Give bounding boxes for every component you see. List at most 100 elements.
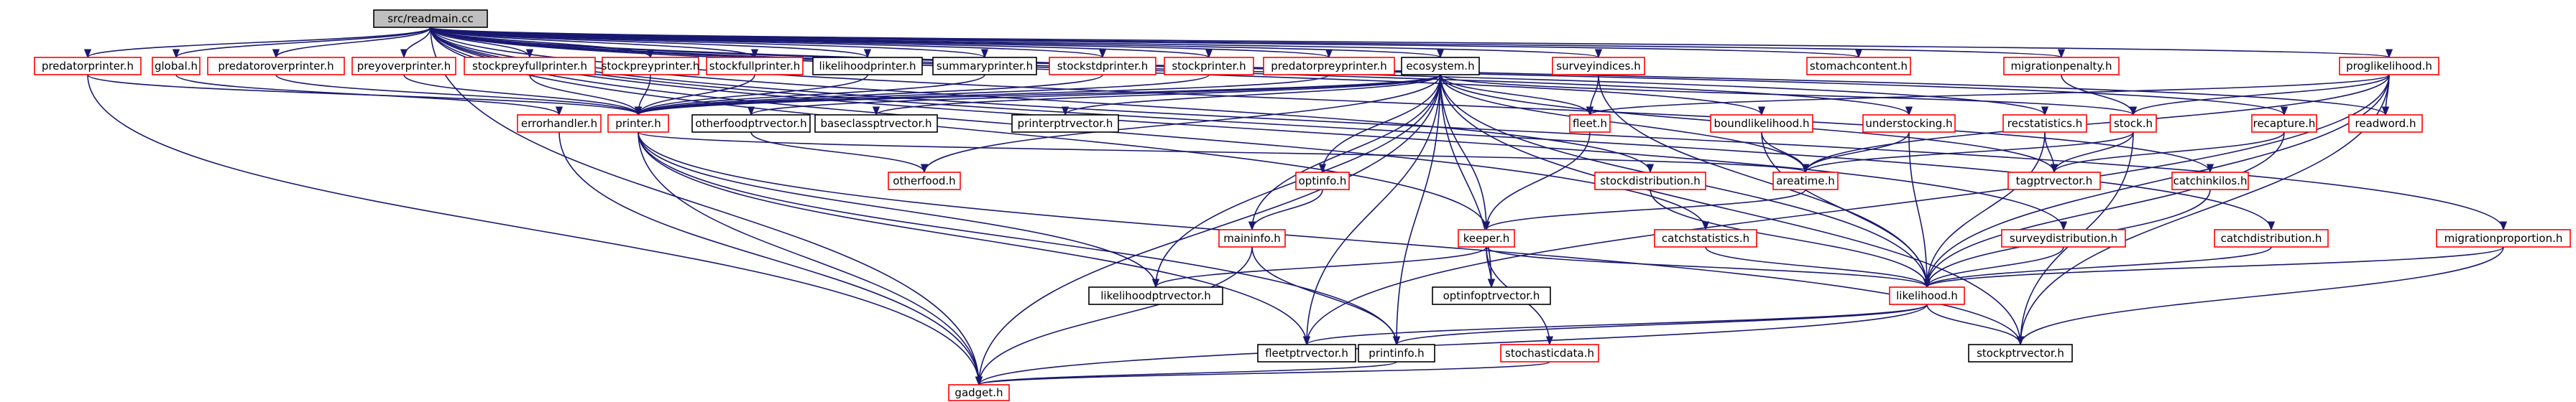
node-gadget[interactable]: gadget.h xyxy=(948,384,1010,401)
edge-root-to-summaryprinter xyxy=(430,27,988,59)
node-stockdistribution[interactable]: stockdistribution.h xyxy=(1594,172,1706,190)
node-maininfo-label: maininfo.h xyxy=(1223,232,1281,245)
node-optinfo-label: optinfo.h xyxy=(1299,174,1347,187)
edge-printinfo-to-gadget xyxy=(975,361,1397,386)
node-printinfo-label: printinfo.h xyxy=(1368,347,1424,360)
node-tagptrvector-label: tagptrvector.h xyxy=(2016,174,2093,187)
node-stockpreyfullprinter[interactable]: stockpreyfullprinter.h xyxy=(464,57,596,75)
node-otherfood[interactable]: otherfood.h xyxy=(888,172,961,190)
node-stochasticdata-box xyxy=(1500,344,1599,363)
node-optinfoptrvector[interactable]: optinfoptrvector.h xyxy=(1432,286,1551,305)
node-errorhandler[interactable]: errorhandler.h xyxy=(517,114,602,133)
edge-printer-to-printinfo xyxy=(638,131,1401,346)
node-fleetptrvector[interactable]: fleetptrvector.h xyxy=(1257,344,1356,363)
node-catchdistribution-box xyxy=(2214,229,2329,248)
node-stockfullprinter[interactable]: stockfullprinter.h xyxy=(706,57,804,75)
node-likelihood-box xyxy=(1889,286,1965,305)
node-ecosystem[interactable]: ecosystem.h xyxy=(1401,57,1480,75)
node-optinfo[interactable]: optinfo.h xyxy=(1295,172,1350,190)
edge-ecosystem-to-gadget xyxy=(975,74,1441,386)
node-global[interactable]: global.h xyxy=(152,57,201,75)
node-printer[interactable]: printer.h xyxy=(607,114,669,133)
node-surveydistribution-box xyxy=(2001,229,2126,248)
node-catchinkilos[interactable]: catchinkilos.h xyxy=(2171,172,2249,190)
node-stockstdprinter[interactable]: stockstdprinter.h xyxy=(1049,57,1156,75)
node-keeper[interactable]: keeper.h xyxy=(1458,229,1515,248)
node-stockptrvector-box xyxy=(1968,344,2073,363)
edge-migrationproportion-to-stockptrvector xyxy=(2016,246,2504,346)
edge-stockfullprinter-to-printer xyxy=(634,74,755,116)
node-printerptrvector[interactable]: printerptrvector.h xyxy=(1011,114,1119,133)
edge-root-to-migrationpenalty xyxy=(430,27,2064,59)
node-boundlikelihood[interactable]: boundlikelihood.h xyxy=(1710,114,1813,133)
edge-root-to-proglikelihood xyxy=(430,27,2392,59)
node-migrationpenalty[interactable]: migrationpenalty.h xyxy=(2003,57,2120,75)
node-likelihoodptrvector-box xyxy=(1088,286,1223,305)
node-likelihoodptrvector[interactable]: likelihoodptrvector.h xyxy=(1088,286,1223,305)
node-baseclassptrvector[interactable]: baseclassptrvector.h xyxy=(814,114,938,133)
node-catchdistribution[interactable]: catchdistribution.h xyxy=(2214,229,2329,248)
node-predatoroverprinter-box xyxy=(207,57,345,75)
node-recapture-label: recapture.h xyxy=(2253,117,2316,130)
node-stockpreyprinter[interactable]: stockpreyprinter.h xyxy=(602,57,700,75)
node-stochasticdata[interactable]: stochasticdata.h xyxy=(1500,344,1599,363)
node-summaryprinter-label: summaryprinter.h xyxy=(937,60,1033,73)
node-stockpreyfullprinter-label: stockpreyfullprinter.h xyxy=(472,60,587,73)
node-migrationproportion[interactable]: migrationproportion.h xyxy=(2436,229,2571,248)
edge-keeper-to-likelihoodptrvector xyxy=(1152,246,1487,289)
node-fleet[interactable]: fleet.h xyxy=(1569,114,1611,133)
node-errorhandler-box xyxy=(517,114,602,133)
node-likelihoodprinter[interactable]: likelihoodprinter.h xyxy=(812,57,923,75)
edge-recapture-to-tagptrvector xyxy=(2051,131,2285,174)
node-predatorpreyprinter-box xyxy=(1263,57,1395,75)
node-otherfoodptrvector[interactable]: otherfoodptrvector.h xyxy=(691,114,811,133)
node-proglikelihood-box xyxy=(2339,57,2439,75)
node-understocking[interactable]: understocking.h xyxy=(1862,114,1956,133)
node-migrationpenalty-label: migrationpenalty.h xyxy=(2011,60,2112,73)
node-surveyindices[interactable]: surveyindices.h xyxy=(1552,57,1645,75)
node-predatoroverprinter[interactable]: predatoroverprinter.h xyxy=(207,57,345,75)
node-preyoverprinter[interactable]: preyoverprinter.h xyxy=(351,57,456,75)
node-stomachcontent-box xyxy=(1806,57,1911,75)
node-stomachcontent[interactable]: stomachcontent.h xyxy=(1806,57,1911,75)
node-stock[interactable]: stock.h xyxy=(2110,114,2157,133)
node-stockfullprinter-box xyxy=(706,57,804,75)
node-stockprinter[interactable]: stockprinter.h xyxy=(1164,57,1254,75)
node-recapture-box xyxy=(2251,114,2317,133)
node-tagptrvector[interactable]: tagptrvector.h xyxy=(2007,172,2101,190)
node-stock-label: stock.h xyxy=(2114,117,2153,130)
node-migrationproportion-label: migrationproportion.h xyxy=(2444,232,2563,245)
node-summaryprinter[interactable]: summaryprinter.h xyxy=(932,57,1037,75)
node-migrationproportion-box xyxy=(2436,229,2571,248)
edge-maininfo-to-printinfo xyxy=(1251,246,1401,346)
edge-ecosystem-to-areatime xyxy=(1440,74,1810,174)
node-surveyindices-box xyxy=(1552,57,1645,75)
node-printinfo[interactable]: printinfo.h xyxy=(1358,344,1435,363)
node-areatime[interactable]: areatime.h xyxy=(1772,172,1839,190)
node-printerptrvector-label: printerptrvector.h xyxy=(1018,117,1113,130)
node-readword[interactable]: readword.h xyxy=(2348,114,2423,133)
edge-ecosystem-to-keeper xyxy=(1440,74,1491,231)
edge-proglikelihood-to-areatime xyxy=(1802,74,2390,174)
node-recapture[interactable]: recapture.h xyxy=(2251,114,2317,133)
node-predatorpreyprinter[interactable]: predatorpreyprinter.h xyxy=(1263,57,1395,75)
node-printinfo-box xyxy=(1358,344,1435,363)
node-global-label: global.h xyxy=(155,60,198,73)
node-stockptrvector-label: stockptrvector.h xyxy=(1977,347,2064,360)
node-catchstatistics[interactable]: catchstatistics.h xyxy=(1654,229,1757,248)
node-recstatistics[interactable]: recstatistics.h xyxy=(2002,114,2087,133)
edge-stockpreyfullprinter-to-printer xyxy=(529,74,643,116)
edge-ecosystem-to-optinfoptrvector xyxy=(1440,74,1496,289)
node-proglikelihood[interactable]: proglikelihood.h xyxy=(2339,57,2439,75)
node-preyoverprinter-label: preyoverprinter.h xyxy=(357,60,451,73)
node-surveydistribution[interactable]: surveydistribution.h xyxy=(2001,229,2126,248)
node-stockptrvector[interactable]: stockptrvector.h xyxy=(1968,344,2073,363)
node-boundlikelihood-label: boundlikelihood.h xyxy=(1714,117,1810,130)
node-predatorprinter[interactable]: predatorprinter.h xyxy=(34,57,142,75)
edge-areatime-to-keeper xyxy=(1483,189,1806,231)
node-likelihood[interactable]: likelihood.h xyxy=(1889,286,1965,305)
edge-stockdistribution-to-likelihood xyxy=(1650,189,1931,289)
node-stock-box xyxy=(2110,114,2157,133)
edge-keeper-to-likelihood xyxy=(1486,246,1931,289)
node-maininfo[interactable]: maininfo.h xyxy=(1218,229,1286,248)
